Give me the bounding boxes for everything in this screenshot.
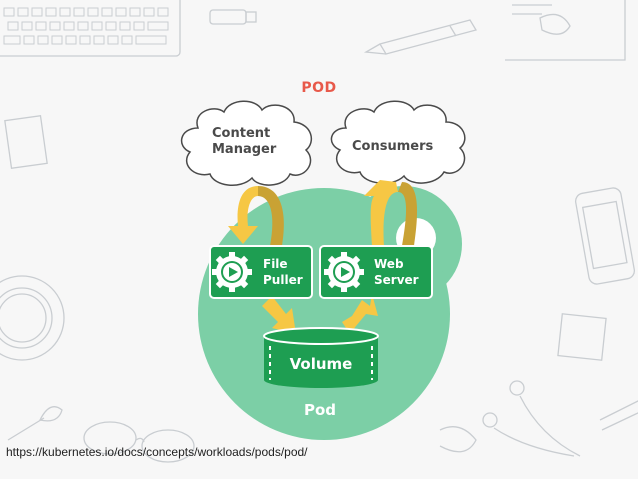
glasses-doodle: [83, 421, 195, 463]
volume-label: Volume: [289, 355, 353, 373]
gear-play-icon: [324, 252, 364, 292]
content-to-puller-arrow: [228, 186, 258, 244]
sticky-note-doodle: [4, 114, 48, 170]
pod-label: Pod: [303, 401, 337, 419]
source-url: https://kubernetes.io/docs/concepts/work…: [6, 445, 308, 459]
diagram-title: POD: [301, 80, 337, 96]
puller-to-volume-arrow: [262, 296, 296, 334]
web-server-line-2: Server: [374, 273, 419, 287]
notebook-doodle: [505, 0, 626, 61]
volume-to-server-arrow: [342, 294, 378, 334]
content-manager-line-2: Manager: [212, 142, 277, 157]
sticky-note-right-doodle: [557, 313, 607, 361]
server-to-consumers-arrow: [364, 180, 398, 246]
file-puller-line-1: File: [263, 257, 288, 271]
usb-stick-doodle: [209, 9, 257, 25]
pencil-doodle: [599, 400, 638, 431]
file-puller-label: File Puller: [263, 256, 303, 288]
web-server-label: Web Server: [374, 256, 419, 288]
spoon-doodle: [7, 406, 63, 441]
pen-doodle: [363, 19, 478, 55]
file-puller-line-2: Puller: [263, 273, 303, 287]
content-manager-line-1: Content: [212, 126, 271, 141]
web-server-container: [319, 245, 433, 299]
server-to-consumers-arrow-back: [398, 182, 418, 246]
arrows: [228, 180, 418, 334]
content-manager-cloud: [180, 100, 313, 186]
content-manager-label: Content Manager: [212, 126, 276, 158]
background-doodles: [0, 0, 638, 463]
consumers-label: Consumers: [352, 139, 434, 154]
consumers-cloud: [330, 100, 466, 184]
content-to-puller-arrow-back: [258, 186, 284, 246]
file-puller-container: [209, 245, 313, 299]
gear-play-icon: [212, 252, 252, 292]
volume-cylinder: [263, 327, 379, 388]
phone-doodle: [574, 187, 636, 285]
web-server-line-1: Web: [374, 257, 404, 271]
earphones-doodle: [439, 380, 581, 457]
keyboard-doodle: [0, 0, 181, 57]
coffee-cup-doodle: [0, 275, 65, 361]
